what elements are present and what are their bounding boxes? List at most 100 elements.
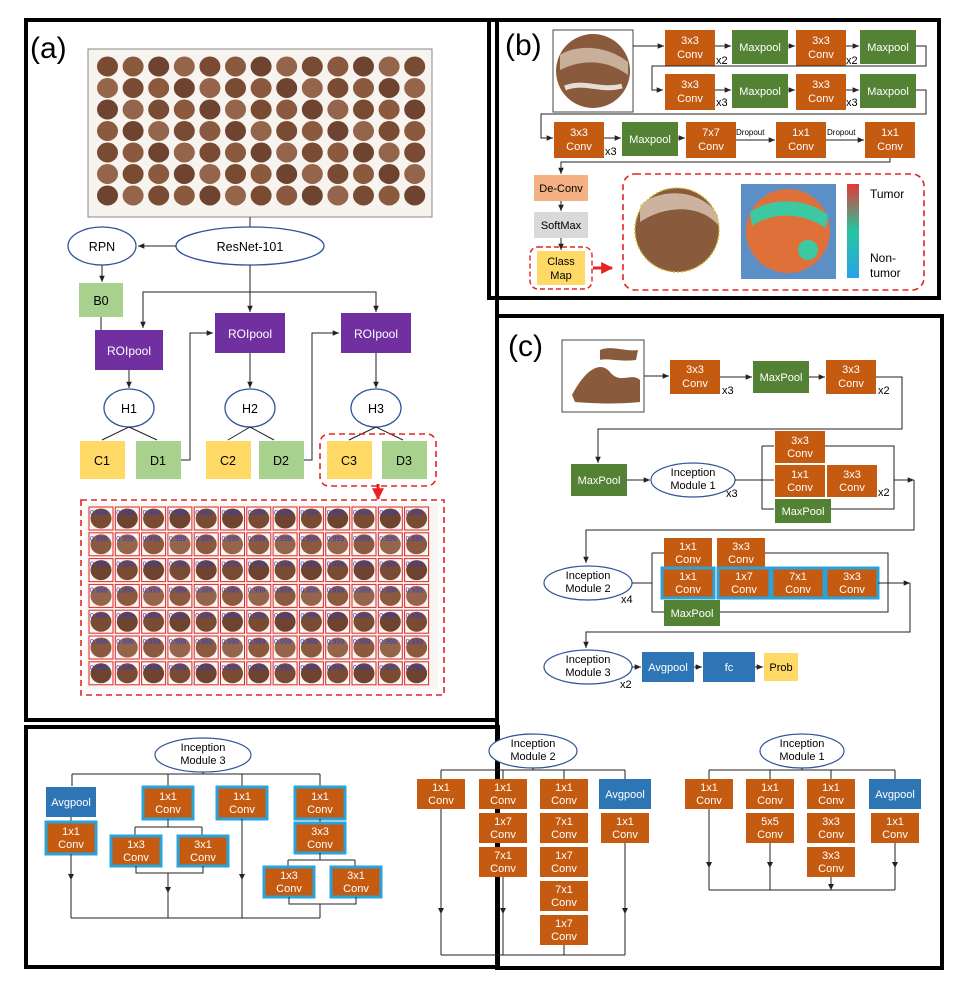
h3-label: H3 — [368, 402, 384, 416]
b-classmap-l1: Class — [547, 256, 575, 268]
d1-conv1-a-l2: Conv — [696, 795, 722, 807]
b-nontumor-l2: tumor — [870, 266, 901, 280]
d2-conv71-a — [479, 847, 527, 877]
detected-core — [300, 585, 322, 606]
b-x2-2: x2 — [846, 55, 858, 67]
detection-box — [220, 506, 245, 531]
tma-core — [301, 142, 323, 163]
detection-box — [220, 661, 245, 686]
tma-core — [327, 99, 349, 120]
detection-score: 0.999 — [90, 562, 108, 569]
tma-core — [173, 142, 195, 163]
detected-core — [248, 611, 270, 632]
detection-score: 0.999 — [169, 587, 187, 594]
tma-core — [276, 121, 298, 141]
detection-box — [298, 506, 324, 531]
d-inc2-l1: Inception — [511, 738, 556, 750]
tma-core — [173, 78, 195, 98]
detected-core — [222, 585, 243, 606]
detected-core — [143, 534, 165, 555]
detection-box — [272, 532, 298, 557]
b0-box — [79, 283, 123, 317]
d1-conv33-a-l1: 3x3 — [822, 816, 840, 828]
detection-box — [141, 635, 167, 660]
d1-conv33-b-l1: 3x3 — [822, 850, 840, 862]
detection-score: 0.999 — [195, 510, 213, 517]
detection-score: 0.999 — [379, 510, 397, 517]
tma-core — [199, 56, 221, 77]
b-conv3-1-l2: Conv — [677, 49, 703, 61]
c-inc1-conv1 — [775, 465, 825, 497]
detection-score: 0.999 — [406, 613, 424, 620]
tma-core — [327, 78, 349, 98]
d2-conv17-b-l2: Conv — [551, 863, 577, 875]
tma-core — [378, 121, 400, 141]
d2-avgpool — [599, 779, 651, 809]
detected-core — [195, 534, 217, 555]
c-inc2-hl-conv1 — [660, 566, 716, 600]
detection-result-frame — [80, 499, 445, 696]
tma-core — [404, 185, 426, 206]
detected-core — [406, 611, 428, 632]
detection-box — [404, 609, 430, 634]
c-inc1-conv1-l1: 1x1 — [791, 469, 809, 481]
detected-core — [406, 585, 428, 606]
tma-core — [173, 56, 195, 77]
c-inc2-l2: Module 2 — [565, 583, 610, 595]
detection-score: 0.999 — [195, 536, 213, 543]
detected-core — [353, 508, 375, 529]
detection-box — [167, 661, 193, 686]
detected-core — [116, 508, 138, 529]
tma-core — [122, 164, 144, 184]
b-conv1-2-l2: Conv — [877, 141, 903, 153]
c-inc2-hl-conv3-l1: 3x3 — [843, 571, 861, 583]
detection-score: 0.999 — [222, 562, 240, 569]
tma-core — [301, 185, 323, 206]
tma-core — [353, 78, 374, 98]
detected-core — [274, 508, 296, 529]
b-x2-1: x2 — [716, 55, 728, 67]
detection-score: 0.999 — [90, 613, 108, 620]
d1-conv33-a — [807, 813, 855, 843]
detected-core — [379, 637, 401, 658]
detection-score: 0.999 — [248, 639, 266, 646]
tma-core — [404, 142, 426, 163]
detected-core — [116, 534, 138, 555]
detection-box — [167, 583, 193, 608]
tma-core — [199, 164, 221, 184]
b-x3-1: x3 — [716, 97, 728, 109]
d1-conv1-b-l2: Conv — [757, 795, 783, 807]
tma-core — [97, 185, 118, 206]
b-x3-2: x3 — [846, 97, 858, 109]
tma-core — [250, 121, 272, 141]
b-dropout-2: Dropout — [827, 128, 856, 137]
detected-core — [222, 560, 243, 581]
tma-core — [148, 185, 170, 206]
d2-conv1-d-l2: Conv — [612, 829, 638, 841]
c-x2-1: x2 — [878, 385, 890, 397]
d3-conv1-d — [293, 785, 347, 821]
tma-core — [199, 99, 221, 120]
c-inc2-conv3-top-l1: 3x3 — [732, 541, 750, 553]
d2-conv17-a — [479, 813, 527, 843]
c-tissue — [572, 366, 640, 404]
detected-core — [90, 585, 112, 606]
roipool-1-label: ROIpool — [107, 344, 151, 358]
detection-box — [246, 506, 272, 531]
tma-core — [327, 121, 349, 141]
detection-score: 0.999 — [169, 665, 187, 672]
c-inc1-conv3a-l1: 3x3 — [791, 435, 809, 447]
tma-core — [122, 121, 144, 141]
detected-core — [169, 611, 191, 632]
detection-score: 0.999 — [274, 639, 292, 646]
detection-score: 0.999 — [274, 536, 292, 543]
detection-score: 0.999 — [169, 562, 187, 569]
b-maxpool-3-label: Maxpool — [739, 86, 781, 98]
b-softmax-label: SoftMax — [541, 220, 582, 232]
c-inc2-hl-conv1-l2: Conv — [675, 584, 701, 596]
detection-score: 0.999 — [300, 562, 318, 569]
detection-box — [404, 661, 430, 686]
c-x3-1: x3 — [722, 385, 734, 397]
b-maxpool-5 — [622, 122, 678, 156]
c-inc2-conv3-top — [717, 538, 765, 568]
